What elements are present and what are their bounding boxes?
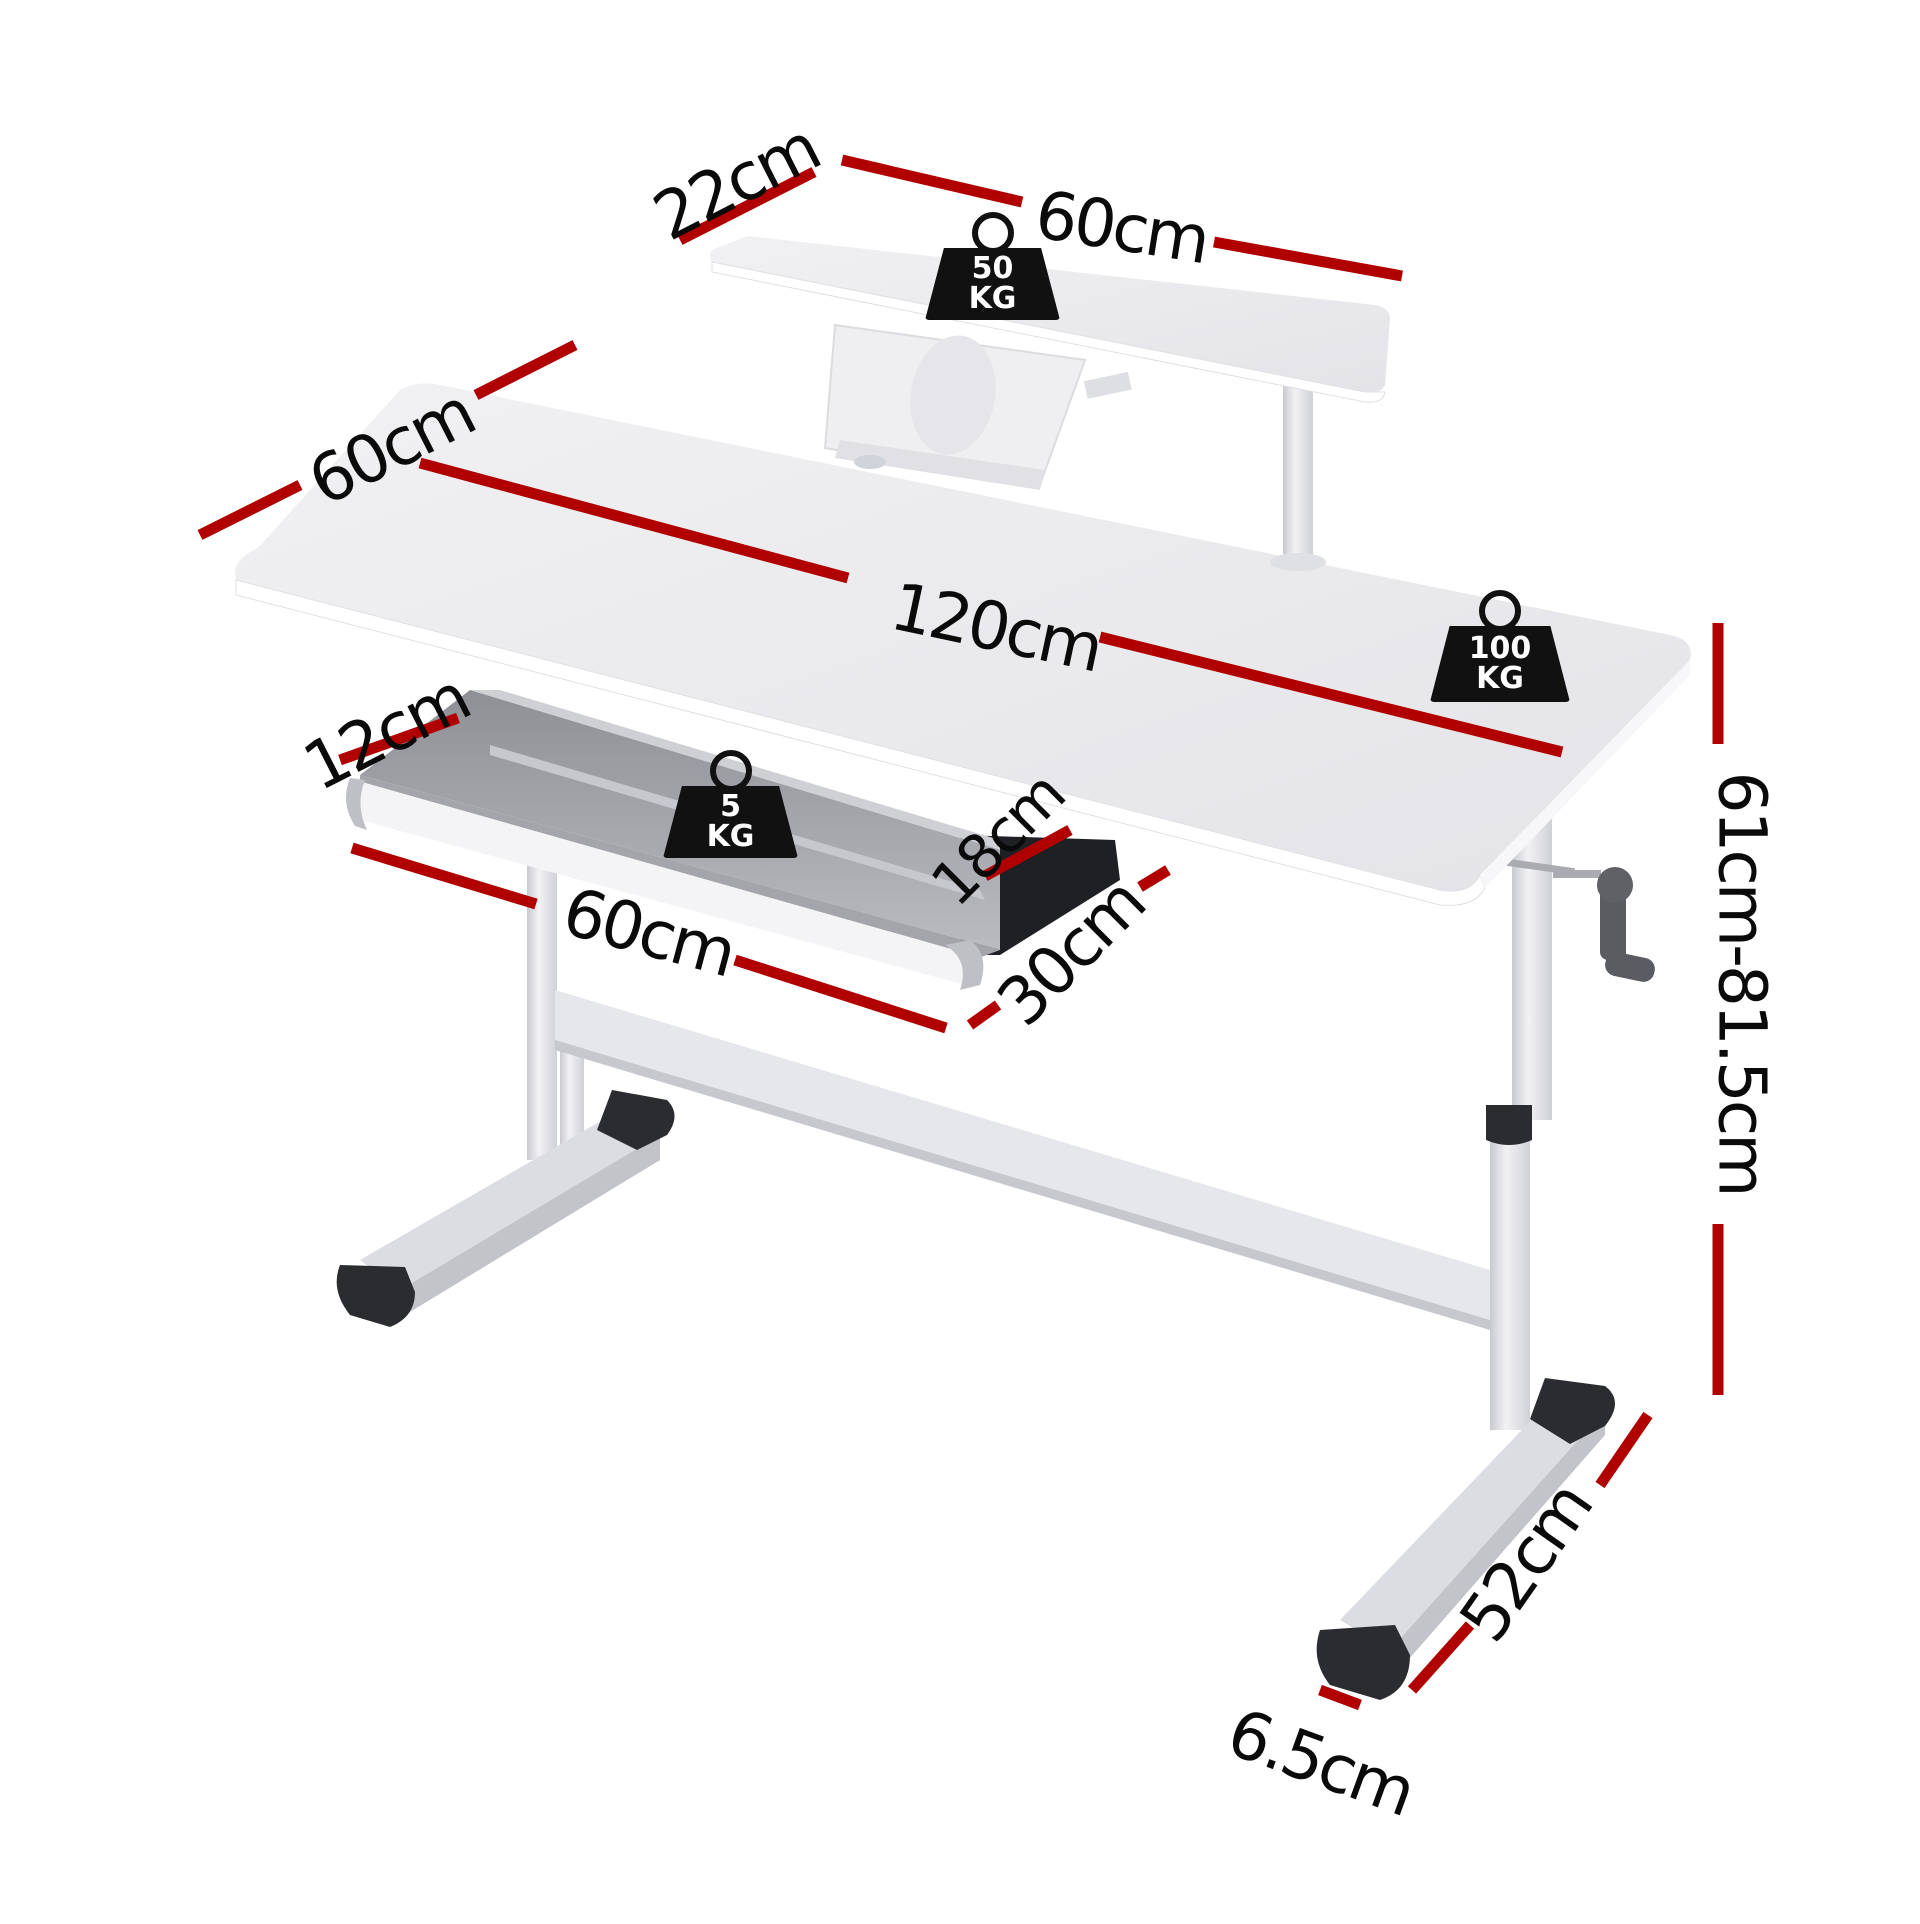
drawer-front [351,780,969,985]
foot-cap [597,1090,675,1150]
tablet-holder [823,323,1132,490]
drawer-load-value: 5 [720,789,741,824]
left-leg [336,860,675,1327]
foot-cap [336,1265,415,1327]
shelf-post [1283,385,1313,565]
drawer-load-unit: KG [706,819,755,854]
desk-load-unit: KG [1476,661,1524,696]
shelf-load-unit: KG [968,281,1017,316]
shelf-load-value: 50 [971,251,1014,286]
height-lock-collar [1486,1105,1532,1145]
height-range-label: 61cm-81.5cm [1703,771,1781,1195]
foot-cap [1316,1625,1410,1700]
desk-load-value: 100 [1468,631,1532,666]
dimension-lines [197,154,1724,1711]
foot-cap [1530,1378,1615,1444]
height-crank-handle [1484,855,1655,982]
crossbar [555,990,1490,1320]
